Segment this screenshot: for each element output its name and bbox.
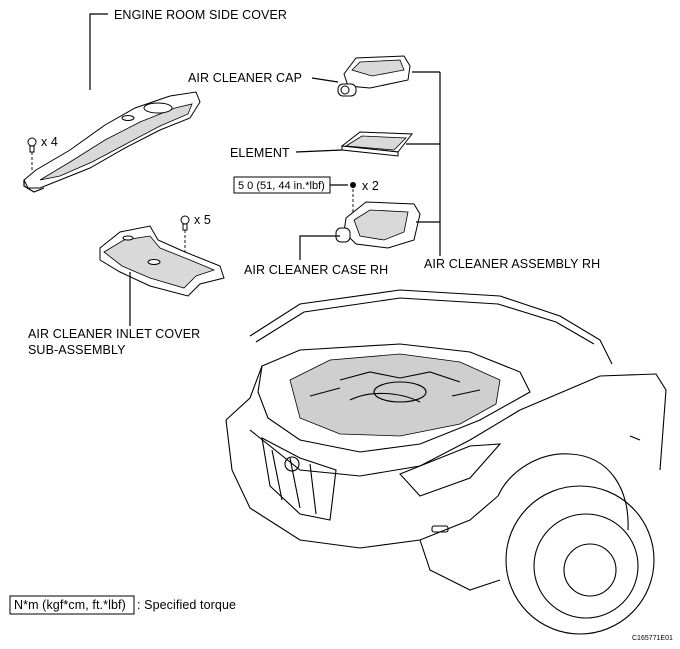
air-cleaner-assembly-rh-label: AIR CLEANER ASSEMBLY RH	[424, 257, 600, 271]
case-callout	[299, 235, 340, 260]
air-cleaner-inlet-cover	[99, 225, 225, 297]
legend-box-text: N*m (kgf*cm, ft.*lbf)	[14, 598, 126, 612]
engine-room-side-cover	[23, 91, 201, 193]
inlet-cover-label-line1: AIR CLEANER INLET COVER	[28, 327, 200, 341]
air-cleaner-case-rh	[335, 201, 421, 249]
vehicle-front-illustration	[225, 289, 667, 635]
inlet-cover-fastener-qty: x 5	[194, 213, 211, 227]
air-cleaner-case-rh-label: AIR CLEANER CASE RH	[244, 263, 388, 277]
cap-callout	[311, 77, 339, 83]
element-callout	[295, 149, 343, 153]
clip-icon	[180, 215, 190, 252]
torque-value: 5 0 (51, 44 in.*lbf)	[238, 180, 325, 192]
legend-box	[9, 595, 135, 615]
air-cleaner-cap-label: AIR CLEANER CAP	[188, 71, 302, 85]
assembly-bracket	[406, 71, 441, 256]
inlet-cover-label-line2: SUB-ASSEMBLY	[28, 343, 126, 357]
element-label: ELEMENT	[230, 146, 290, 160]
side-cover-callout	[89, 13, 108, 90]
legend-description: : Specified torque	[137, 598, 236, 612]
side-cover-fastener-qty: x 4	[41, 135, 58, 149]
figure-id: C165771E01	[632, 635, 673, 642]
clip-icon	[27, 137, 37, 170]
case-fastener-qty: x 2	[362, 179, 379, 193]
air-cleaner-cap	[337, 55, 411, 97]
engine-room-side-cover-label: ENGINE ROOM SIDE COVER	[114, 8, 287, 22]
air-filter-element	[340, 131, 413, 157]
bolt-icon	[350, 182, 356, 188]
